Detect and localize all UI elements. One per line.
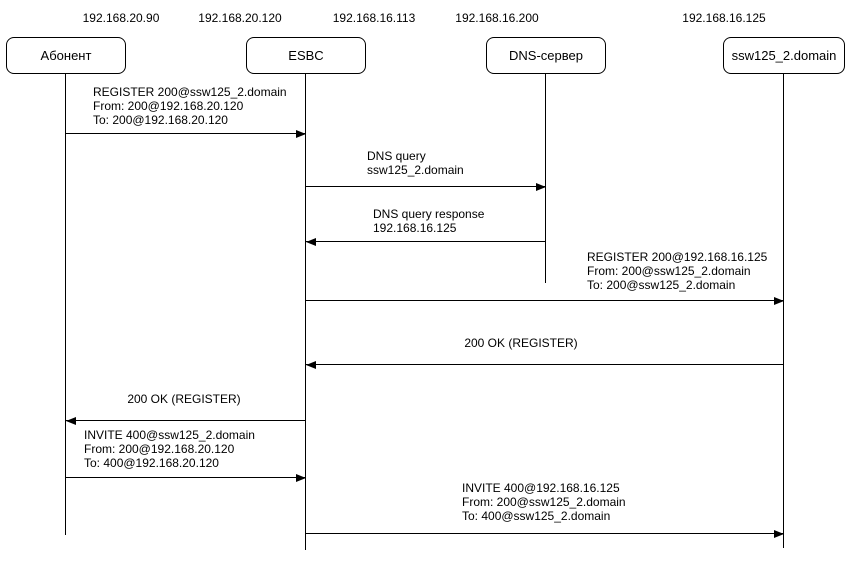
arrow-200ok-access	[66, 416, 306, 425]
message-line: To: 200@192.168.20.120	[93, 113, 228, 127]
message-line: 200 OK (REGISTER)	[127, 392, 241, 406]
arrow-shaft	[66, 477, 305, 478]
arrow-shaft	[306, 533, 783, 534]
actor-ssw-label: ssw125_2.domain	[731, 48, 837, 63]
arrow-dns-response	[306, 237, 546, 246]
lifeline-abonent	[65, 74, 66, 535]
arrowhead-left-icon	[306, 360, 316, 369]
message-line: INVITE 400@ssw125_2.domain	[84, 428, 255, 442]
arrow-200ok-core	[306, 360, 784, 369]
actor-dns-server: DNS-сервер	[486, 37, 606, 74]
message-line: INVITE 400@192.168.16.125	[462, 481, 620, 495]
arrow-shaft	[66, 133, 305, 134]
arrowhead-left-icon	[66, 416, 76, 425]
arrowhead-left-icon	[306, 237, 316, 246]
arrowhead-right-icon	[774, 296, 784, 305]
actor-abonent: Абонент	[6, 37, 126, 74]
actor-ssw: ssw125_2.domain	[723, 37, 845, 74]
lifeline-esbc	[305, 74, 306, 550]
message-dns-response: DNS query response 192.168.16.125	[373, 207, 484, 235]
message-invite-access: INVITE 400@ssw125_2.domain From: 200@192…	[84, 428, 255, 470]
arrow-shaft	[306, 364, 783, 365]
actor-dns-server-label: DNS-сервер	[509, 48, 583, 63]
message-line: REGISTER 200@192.168.16.125	[587, 250, 768, 264]
arrow-invite-access	[66, 473, 306, 482]
arrow-register-access	[66, 129, 306, 138]
message-200ok-core: 200 OK (REGISTER)	[464, 336, 577, 350]
message-line: REGISTER 200@ssw125_2.domain	[93, 85, 287, 99]
arrowhead-right-icon	[296, 473, 306, 482]
arrow-shaft	[306, 300, 783, 301]
ip-label-esbc-access: 192.168.20.120	[198, 11, 282, 25]
actor-esbc-label: ESBC	[288, 48, 324, 63]
message-line: DNS query response	[373, 207, 485, 221]
message-dns-query: DNS query ssw125_2.domain	[367, 149, 464, 177]
message-line: To: 400@192.168.20.120	[84, 456, 219, 470]
ip-label-dns-server: 192.168.16.200	[455, 11, 539, 25]
message-line: From: 200@192.168.20.120	[84, 442, 235, 456]
arrow-shaft	[66, 420, 305, 421]
actor-esbc: ESBC	[246, 37, 366, 74]
arrowhead-right-icon	[536, 182, 546, 191]
arrowhead-right-icon	[774, 529, 784, 538]
arrow-shaft	[306, 241, 545, 242]
arrowhead-right-icon	[296, 129, 306, 138]
message-line: 192.168.16.125	[373, 221, 457, 235]
arrow-shaft	[306, 186, 545, 187]
ip-label-esbc-core: 192.168.16.113	[332, 11, 416, 25]
message-line: To: 400@ssw125_2.domain	[462, 509, 611, 523]
message-invite-core: INVITE 400@192.168.16.125 From: 200@ssw1…	[462, 481, 626, 523]
message-register-access: REGISTER 200@ssw125_2.domain From: 200@1…	[93, 85, 287, 127]
message-register-core: REGISTER 200@192.168.16.125 From: 200@ss…	[587, 250, 767, 292]
lifeline-dns-server	[545, 74, 546, 283]
message-line: From: 200@ssw125_2.domain	[587, 264, 751, 278]
arrow-invite-core	[306, 529, 784, 538]
arrow-register-core	[306, 296, 784, 305]
message-200ok-access: 200 OK (REGISTER)	[127, 392, 240, 406]
message-line: 200 OK (REGISTER)	[464, 336, 578, 350]
lifeline-ssw	[783, 74, 784, 548]
message-line: To: 200@ssw125_2.domain	[587, 278, 736, 292]
message-line: DNS query	[367, 149, 426, 163]
ip-label-abonent: 192.168.20.90	[82, 11, 160, 25]
ip-label-ssw: 192.168.16.125	[682, 11, 766, 25]
message-line: ssw125_2.domain	[367, 163, 464, 177]
message-line: From: 200@ssw125_2.domain	[462, 495, 626, 509]
message-line: From: 200@192.168.20.120	[93, 99, 244, 113]
actor-abonent-label: Абонент	[40, 48, 92, 63]
arrow-dns-query	[306, 182, 546, 191]
